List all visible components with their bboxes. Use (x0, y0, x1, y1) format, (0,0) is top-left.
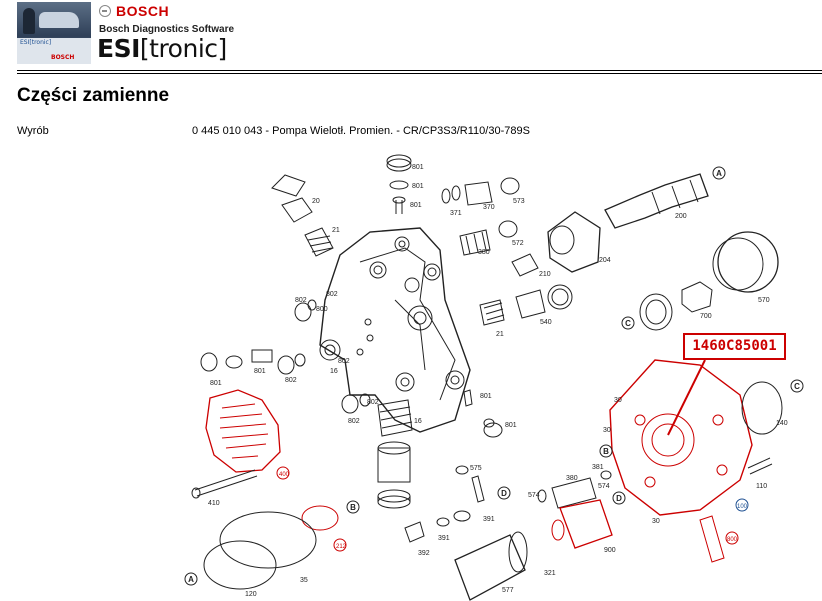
car-figure (39, 12, 79, 28)
label-802: 802 (326, 291, 338, 298)
label-380: 380 (566, 475, 578, 482)
app-name: ESI[tronic] (97, 34, 227, 63)
label-100: 100 (737, 504, 748, 510)
label-801: 801 (412, 183, 424, 190)
label-35: 35 (300, 577, 308, 584)
callout-A: A (716, 169, 722, 178)
label-30: 30 (603, 427, 611, 434)
label-410: 410 (208, 500, 220, 507)
label-800: 800 (316, 306, 328, 313)
label-140: 140 (776, 420, 788, 427)
label-802: 802 (285, 377, 297, 384)
label-20: 20 (312, 198, 320, 205)
label-801: 801 (505, 422, 517, 429)
cover-plate-400 (205, 389, 281, 473)
label-16: 16 (414, 418, 422, 425)
app-name-rest: [tronic] (139, 34, 227, 63)
label-200: 200 (675, 213, 687, 220)
photo-brand: BOSCH (51, 54, 75, 61)
callout-D: D (501, 489, 507, 498)
app-subtitle: Bosch Diagnostics Software (99, 24, 235, 35)
brand-name: BOSCH (116, 3, 170, 19)
photo-strip (17, 38, 91, 64)
label-204: 204 (599, 257, 611, 264)
part-number-highlight[interactable]: 1460C85001 (683, 333, 786, 360)
label-371: 371 (450, 210, 462, 217)
label-540: 540 (540, 319, 552, 326)
product-label: Wyrób (17, 125, 49, 137)
label-802: 802 (295, 297, 307, 304)
label-801: 801 (480, 393, 492, 400)
callout-D: D (616, 494, 622, 503)
technician-figure (23, 8, 35, 34)
label-570: 570 (758, 297, 770, 304)
label-700: 700 (700, 313, 712, 320)
housing-1460C85001 (609, 359, 753, 516)
label-21: 21 (496, 331, 504, 338)
label-801: 801 (412, 164, 424, 171)
callout-B: B (350, 503, 356, 512)
label-391: 391 (483, 516, 495, 523)
label-212: 212 (336, 544, 347, 550)
label-801: 801 (254, 368, 266, 375)
product-photo: ESI[tronic] BOSCH (17, 2, 91, 64)
label-30: 30 (652, 518, 660, 525)
label-380: 380 (478, 249, 490, 256)
pump-housing (319, 227, 471, 433)
label-110: 110 (756, 483, 767, 490)
label-120: 120 (245, 591, 257, 598)
callout-A: A (188, 575, 194, 584)
header-divider (17, 70, 822, 71)
photo-caption: ESI[tronic] (20, 39, 52, 46)
label-391: 391 (438, 535, 450, 542)
label-802: 802 (338, 358, 350, 365)
label-575: 575 (470, 465, 482, 472)
label-573: 573 (513, 198, 525, 205)
callout-C: C (794, 382, 800, 391)
label-802: 802 (367, 399, 379, 406)
label-572: 572 (512, 240, 524, 247)
label-574: 574 (598, 483, 610, 490)
bosch-logo-icon (99, 5, 111, 17)
label-800: 800 (727, 537, 738, 543)
label-30: 30 (614, 397, 622, 404)
app-header: ESI[tronic] BOSCH BOSCH Bosch Diagnostic… (0, 0, 822, 74)
label-370: 370 (483, 204, 495, 211)
product-value: 0 445 010 043 - Pompa Wielotł. Promien. … (192, 125, 530, 137)
app-name-bold: ESI (97, 34, 140, 63)
label-16: 16 (330, 368, 338, 375)
page-title: Części zamienne (17, 85, 170, 106)
exploded-parts-diagram: 801 801 801 371 370 573 380 572 20 21 21… (184, 154, 804, 601)
label-900: 900 (604, 547, 616, 554)
label-801: 801 (210, 380, 222, 387)
label-574: 574 (528, 492, 540, 499)
label-801: 801 (410, 202, 422, 209)
label-802: 802 (348, 418, 360, 425)
callout-C: C (625, 319, 631, 328)
label-392: 392 (418, 550, 430, 557)
label-381: 381 (592, 464, 604, 471)
label-577: 577 (502, 587, 514, 594)
label-400: 400 (279, 472, 290, 478)
label-321: 321 (544, 570, 556, 577)
label-210: 210 (539, 271, 551, 278)
label-21: 21 (332, 227, 340, 234)
header-divider-2 (17, 73, 822, 74)
callout-B: B (603, 447, 609, 456)
